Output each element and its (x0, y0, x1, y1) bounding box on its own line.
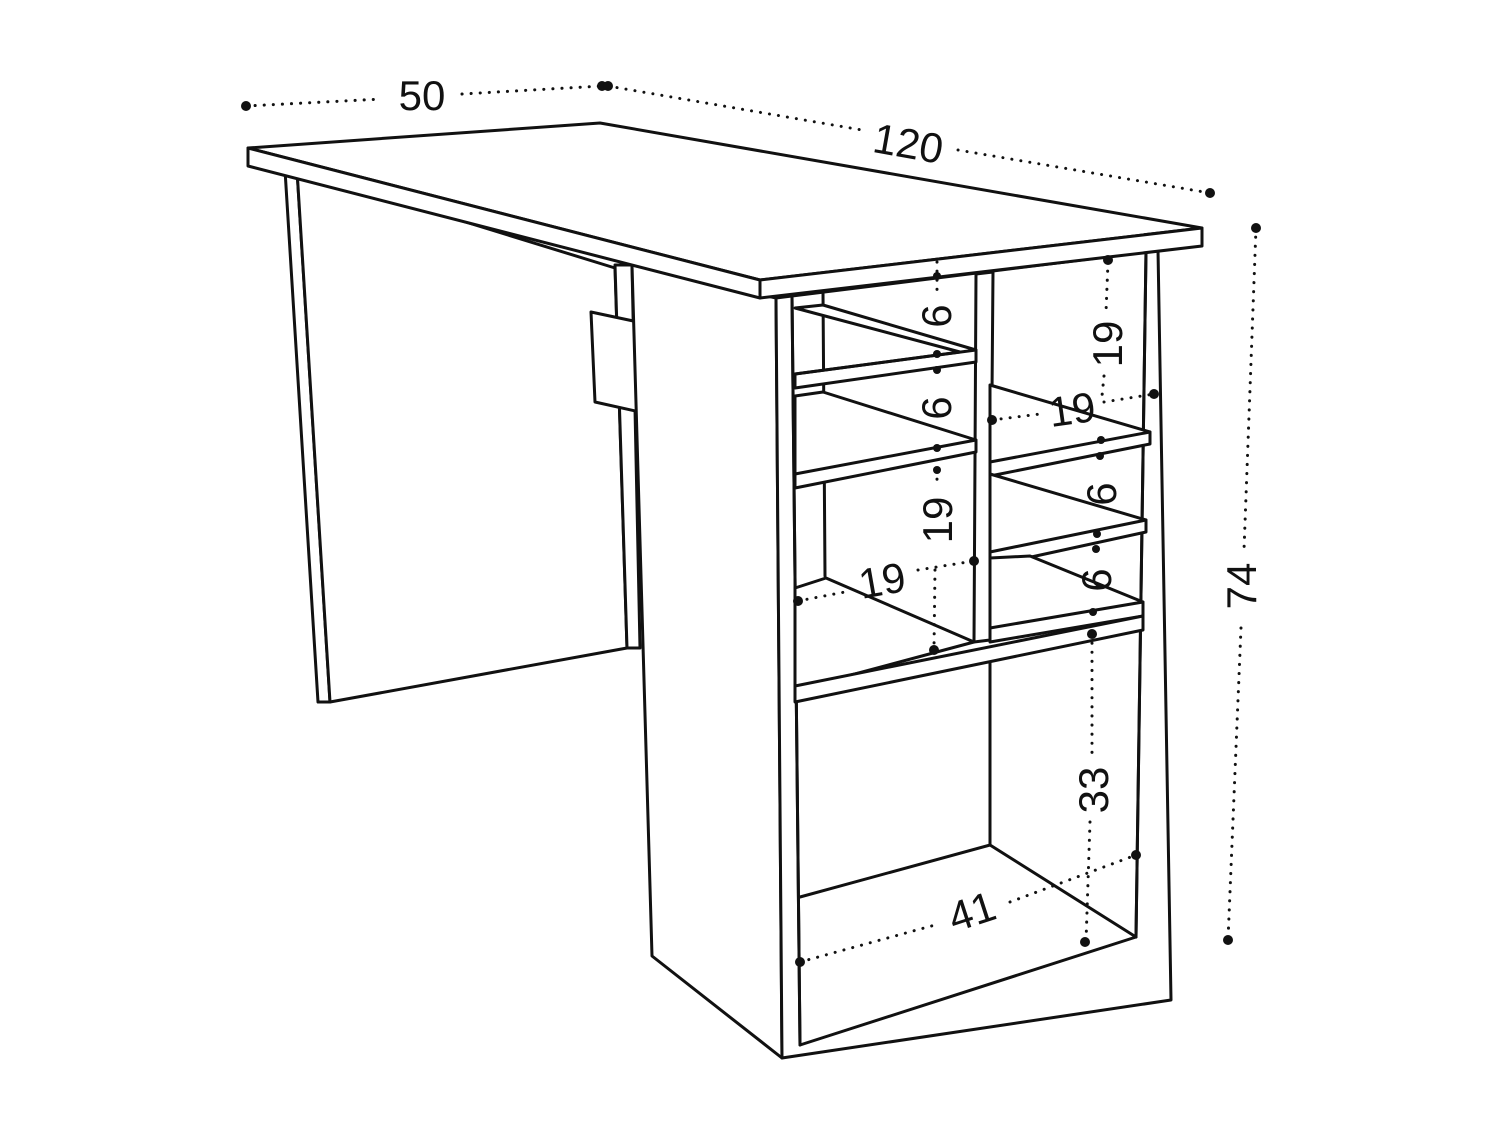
left-large-height-label: 19 (914, 497, 961, 544)
dimension-right-cubby-1: 6 (1078, 436, 1125, 538)
dimension-left-cubby-1: 6 (913, 260, 960, 358)
left-leg-panel (283, 168, 629, 704)
left-large-width-label: 19 (855, 553, 909, 607)
right-shelf-2 (988, 472, 1148, 568)
height-label: 74 (1218, 563, 1265, 610)
dimension-right-top-width: 19 (987, 383, 1159, 436)
dimension-left-large-width: 19 (793, 553, 979, 608)
right-cubby-2-label: 6 (1073, 568, 1120, 591)
right-shelf-1 (988, 383, 1152, 478)
left-shelf-3 (793, 576, 976, 692)
left-cubby-1-label: 6 (913, 304, 960, 327)
dimension-right-top-height: 19 (1084, 255, 1131, 398)
right-top-height-label: 19 (1084, 321, 1131, 368)
dimension-right-cubby-2: 6 (1073, 545, 1120, 616)
dimension-left-cubby-2: 6 (913, 366, 960, 452)
left-shelf-1 (793, 303, 978, 390)
depth-label: 50 (399, 72, 446, 119)
bottom-shelf (793, 614, 1145, 704)
dimension-depth: 50 (241, 72, 607, 119)
width-label: 120 (870, 114, 947, 172)
right-shelf-3 (988, 554, 1145, 644)
left-cubby-2-label: 6 (913, 396, 960, 419)
desktop-top (246, 121, 1204, 300)
dimension-left-large-height: 19 (914, 466, 961, 655)
bottom-height-label: 33 (1070, 767, 1117, 814)
right-cubby-1-label: 6 (1078, 482, 1125, 505)
right-top-width-label: 19 (1046, 383, 1099, 436)
left-shelf-2 (793, 390, 978, 490)
dimension-height: 74 (1218, 223, 1265, 945)
cabinet-side-panel (630, 263, 784, 1060)
dimension-bottom-height: 33 (1070, 629, 1117, 947)
